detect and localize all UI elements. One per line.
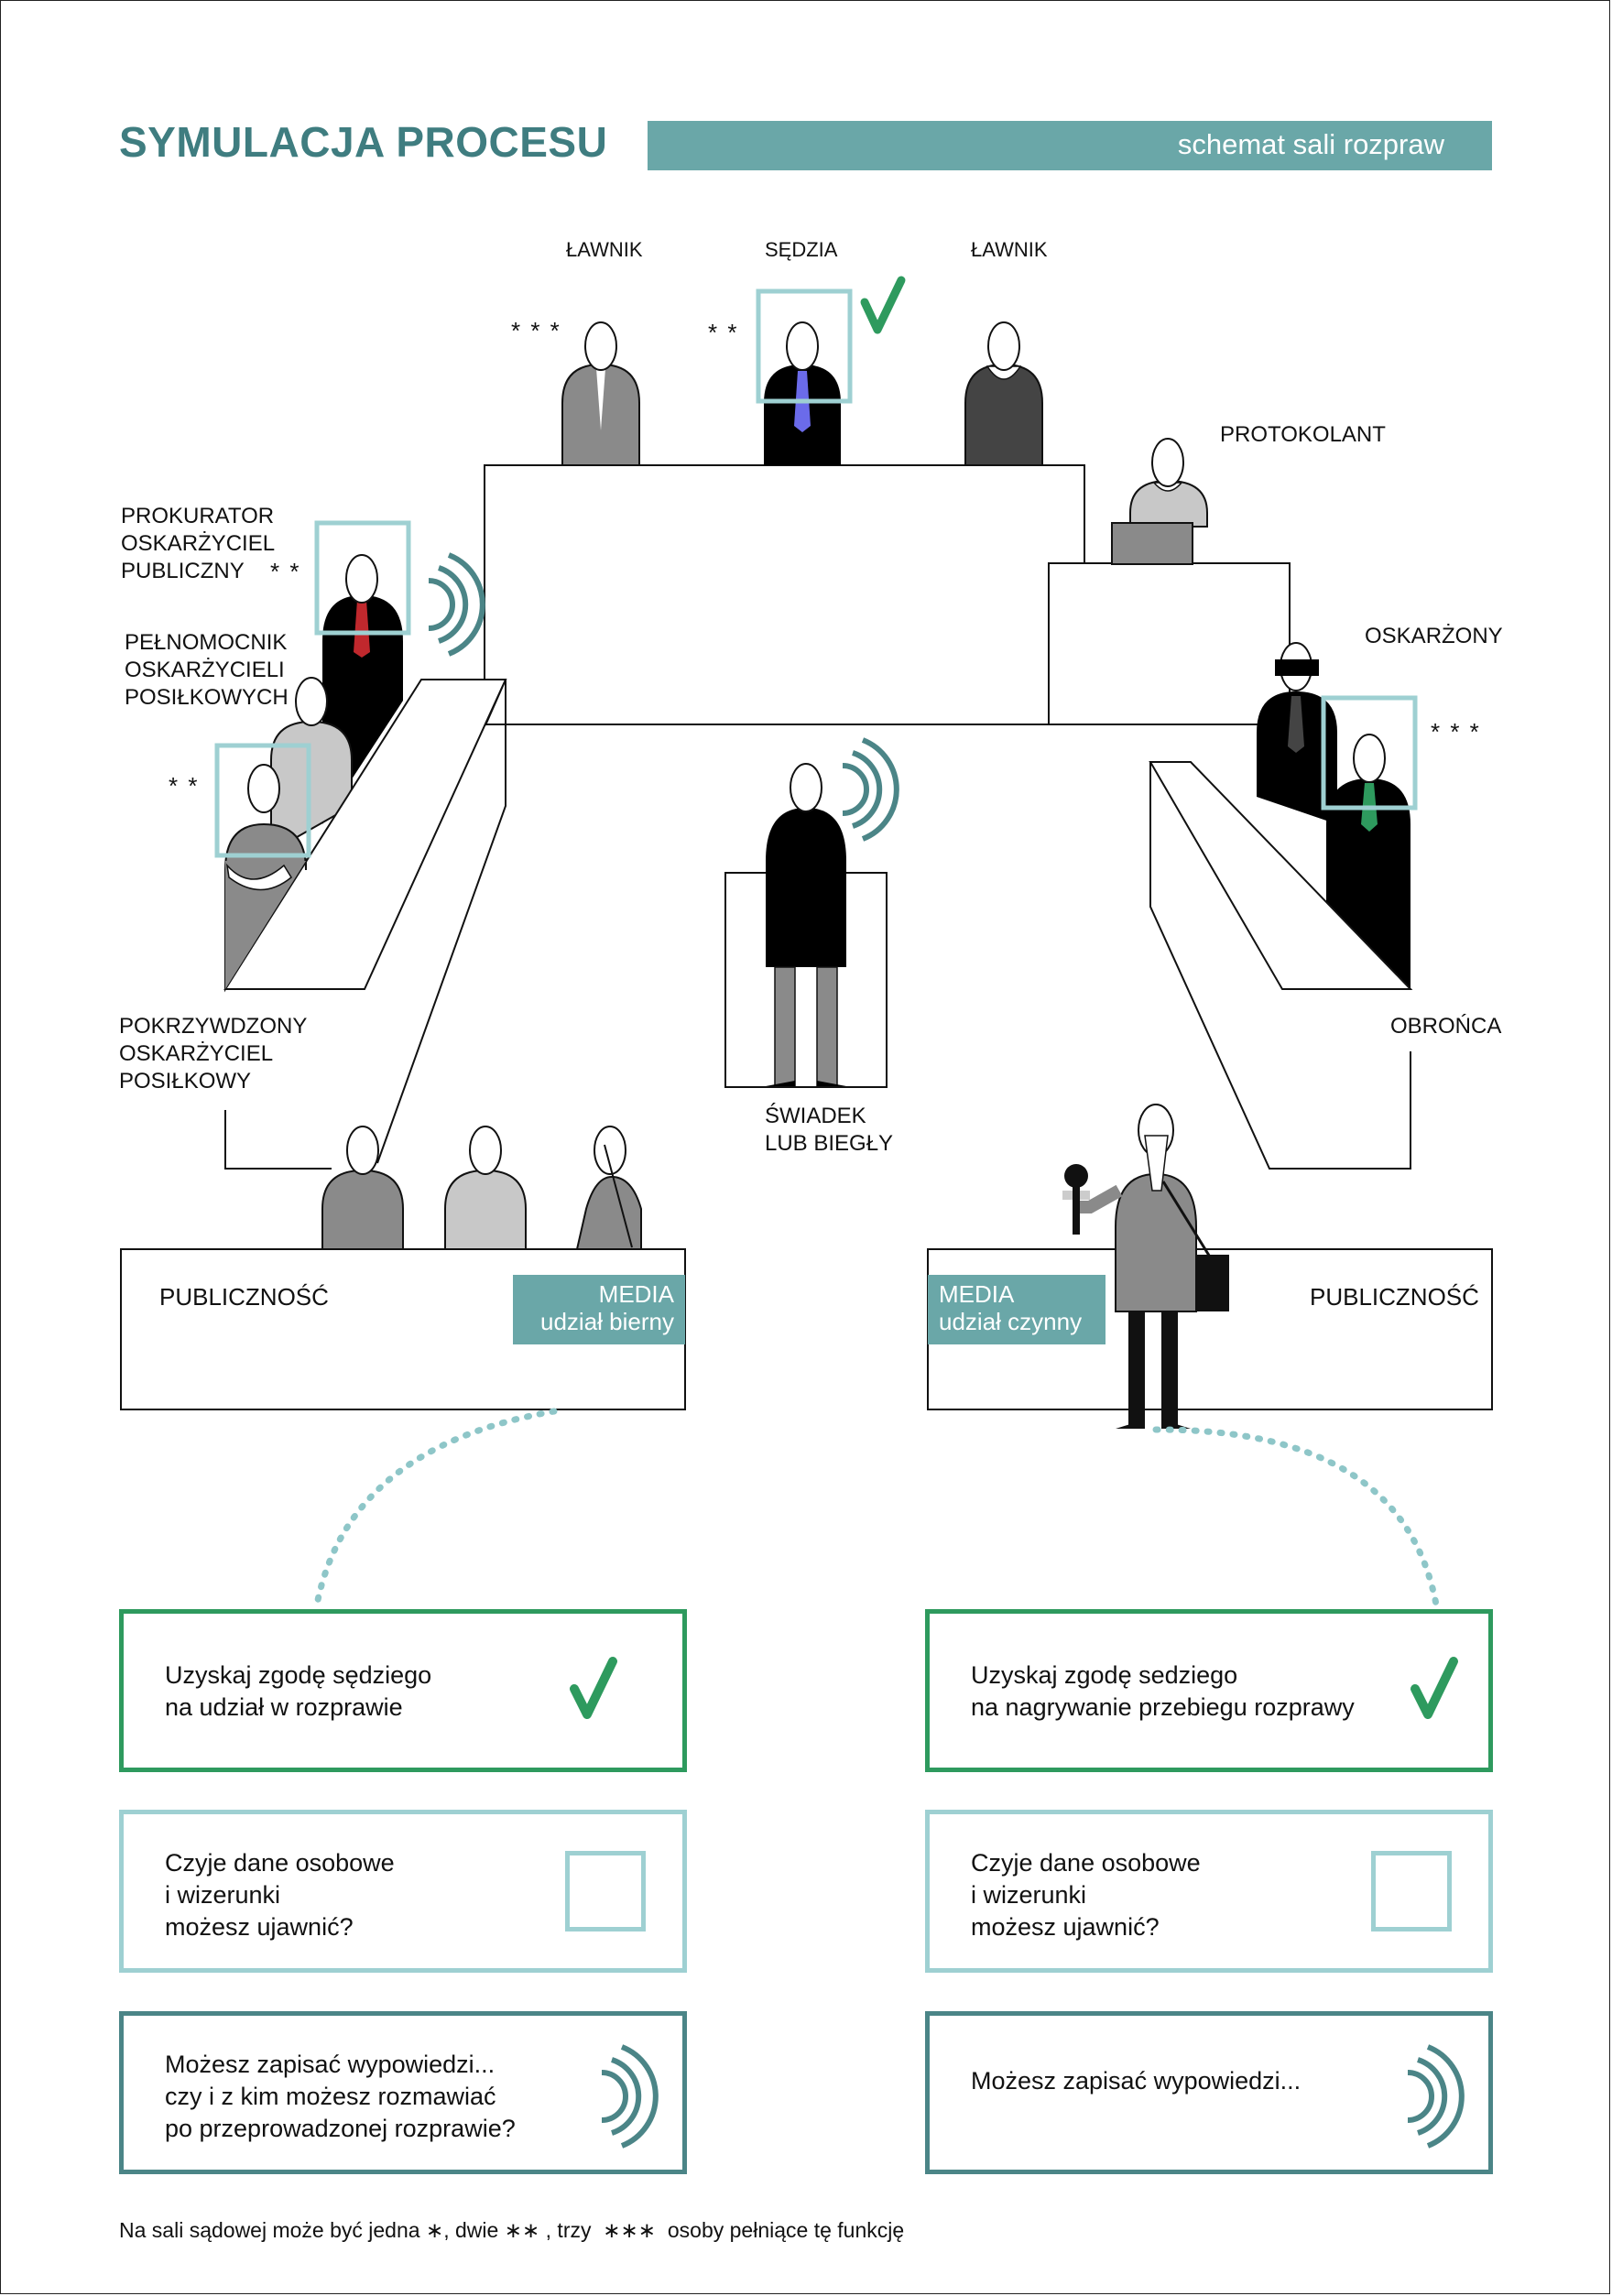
public-label-right: PUBLICZNOŚĆ xyxy=(1310,1283,1479,1311)
role-label-prokurator-1: PROKURATOR xyxy=(121,504,274,528)
card-right-statements: Możesz zapisać wypowiedzi... xyxy=(925,2011,1493,2174)
footnote-part2: , dwie xyxy=(443,2218,505,2242)
role-label-oskarzony: OSKARŻONY xyxy=(1365,624,1503,648)
role-label-prokurator-3: PUBLICZNY xyxy=(121,559,245,583)
card-right-consent-text: Uzyskaj zgodę sedziego na nagrywanie prz… xyxy=(971,1661,1355,1721)
card-left-statements-text: Możesz zapisać wypowiedzi... czy i z kim… xyxy=(165,2051,516,2142)
role-label-pokrzywdzony-2: OSKARŻYCIEL xyxy=(119,1041,273,1066)
role-label-pokrzywdzony-1: POKRZYWDZONY xyxy=(119,1014,307,1039)
reporter-figure xyxy=(1062,1104,1229,1429)
sedzia-figure xyxy=(756,288,853,465)
witness-stand xyxy=(724,763,888,1088)
footnote-part1: Na sali sądowej może być jedna xyxy=(119,2218,426,2242)
card-right-personal-data: Czyje dane osobowe i wizerunki możesz uj… xyxy=(925,1810,1493,1973)
media-tag-active: MEDIA udział czynny xyxy=(928,1275,1106,1344)
connector-right xyxy=(1152,1426,1440,1608)
swiadek-sound-icon xyxy=(843,740,897,839)
pokrzywdzony-pointer xyxy=(224,1110,332,1170)
card-left-statements: Możesz zapisać wypowiedzi... czy i z kim… xyxy=(119,2011,687,2174)
pelnomocnik-figure xyxy=(270,677,353,854)
band-label: schemat sali rozpraw xyxy=(1177,128,1444,160)
check-icon xyxy=(570,1657,617,1719)
oskarzony-figure xyxy=(1257,642,1337,824)
role-label-pelnomocnik-1: PEŁNOMOCNIK xyxy=(125,630,287,655)
footnote-three-stars: ∗∗∗ xyxy=(603,2218,657,2242)
protokolant-figure xyxy=(1111,438,1208,565)
card-right-consent: Uzyskaj zgodę sedziego na nagrywanie prz… xyxy=(925,1609,1493,1772)
public-label-left: PUBLICZNOŚĆ xyxy=(159,1283,329,1311)
role-label-pelnomocnik-3: POSIŁKOWYCH xyxy=(125,685,289,710)
role-label-lawnik-right: ŁAWNIK xyxy=(971,238,1048,261)
role-label-obronca: OBROŃCA xyxy=(1390,1014,1501,1039)
checkbox-icon[interactable] xyxy=(1371,1851,1452,1931)
defence-bench xyxy=(1149,762,1411,1170)
footnote-part4: osoby pełniące tę funkcję xyxy=(656,2218,905,2242)
role-label-lawnik-left: ŁAWNIK xyxy=(566,238,643,261)
sound-waves-icon xyxy=(1407,2044,1465,2149)
protocol-desk xyxy=(1048,562,1291,725)
lawnik-left-figure xyxy=(561,321,640,466)
role-label-swiadek-2: LUB BIEGŁY xyxy=(765,1131,893,1156)
judge-check-icon xyxy=(860,276,906,334)
footnote: Na sali sądowej może być jedna ∗, dwie ∗… xyxy=(119,2218,904,2243)
audience-left xyxy=(321,1126,642,1250)
media-tag-passive: MEDIA udział bierny xyxy=(513,1275,685,1344)
marker-lawnik: * * * xyxy=(511,317,561,344)
card-left-consent-text: Uzyskaj zgodę sędziego na udział w rozpr… xyxy=(165,1661,432,1721)
card-left-personal-data: Czyje dane osobowe i wizerunki możesz uj… xyxy=(119,1810,687,1973)
connector-left xyxy=(313,1408,558,1608)
role-label-protokolant: PROTOKOLANT xyxy=(1220,422,1386,447)
defence-bench-front xyxy=(1149,761,1413,990)
lawnik-right-figure xyxy=(964,321,1043,466)
role-label-pokrzywdzony-3: POSIŁKOWY xyxy=(119,1069,251,1094)
marker-pokrzywdzony: * * xyxy=(169,772,199,800)
footnote-two-stars: ∗∗ xyxy=(504,2218,540,2242)
marker-sedzia: * * xyxy=(708,319,738,346)
role-label-prokurator-2: OSKARŻYCIEL xyxy=(121,531,275,556)
check-icon xyxy=(1410,1657,1458,1719)
card-left-personal-data-text: Czyje dane osobowe i wizerunki możesz uj… xyxy=(165,1849,395,1941)
role-label-pelnomocnik-2: OSKARŻYCIELI xyxy=(125,658,285,682)
marker-prokurator: * * xyxy=(270,558,300,585)
checkbox-icon[interactable] xyxy=(565,1851,646,1931)
footnote-part3: , trzy xyxy=(539,2218,604,2242)
role-label-sedzia: SĘDZIA xyxy=(765,238,838,261)
prokurator-sound-icon xyxy=(429,555,483,654)
card-right-personal-data-text: Czyje dane osobowe i wizerunki możesz uj… xyxy=(971,1849,1201,1941)
marker-obronca: * * * xyxy=(1431,718,1481,745)
page-title: SYMULACJA PROCESU xyxy=(119,118,608,166)
footnote-one-star: ∗ xyxy=(425,2218,444,2242)
card-right-statements-text: Możesz zapisać wypowiedzi... xyxy=(971,2067,1302,2095)
card-left-consent: Uzyskaj zgodę sędziego na udział w rozpr… xyxy=(119,1609,687,1772)
pokrzywdzony-figure xyxy=(214,743,311,993)
judges-bench xyxy=(484,464,1085,725)
role-label-swiadek-1: ŚWIADEK xyxy=(765,1103,866,1128)
title-band: schemat sali rozpraw xyxy=(648,121,1492,170)
sound-waves-icon xyxy=(601,2044,659,2149)
